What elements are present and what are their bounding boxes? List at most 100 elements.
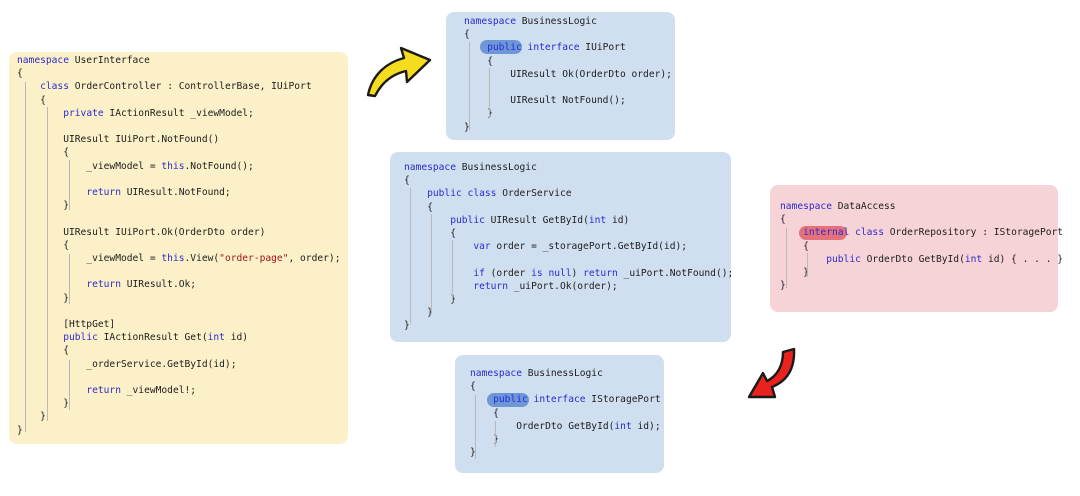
code-text: } xyxy=(780,280,786,292)
code-text: IActionResult _viewModel; xyxy=(103,107,254,119)
code-line: { xyxy=(17,146,69,159)
red-arrow-shape xyxy=(747,347,796,399)
code-text xyxy=(470,394,493,405)
code-line: { xyxy=(404,227,456,240)
code-text: UIResult IUiPort.Ok(OrderDto order) xyxy=(17,226,266,238)
indent-guide xyxy=(469,42,470,130)
code-text: { xyxy=(470,381,476,393)
code-line: namespace BusinessLogic xyxy=(470,367,603,380)
code-text: order = _storagePort.GetById(id); xyxy=(490,241,688,253)
code-line: namespace BusinessLogic xyxy=(404,161,537,174)
code-text xyxy=(404,241,473,252)
code-line: } xyxy=(464,121,470,134)
code-line: } xyxy=(17,292,69,305)
code-keyword: public xyxy=(826,253,861,265)
code-keyword: public xyxy=(450,214,485,226)
code-text: { xyxy=(470,407,499,419)
code-text: } xyxy=(404,307,433,319)
code-text: { xyxy=(17,68,23,80)
code-text: _viewModel = xyxy=(17,253,162,264)
code-text: { xyxy=(404,175,410,187)
code-text: } xyxy=(17,424,23,436)
code-line: } xyxy=(404,319,410,332)
code-line: public interface IStoragePort xyxy=(470,393,661,406)
code-text: OrderController : ControllerBase, IUiPor… xyxy=(69,81,312,93)
code-text: { xyxy=(464,55,493,67)
indent-guide xyxy=(431,214,432,314)
code-keyword: public xyxy=(427,188,462,200)
code-line: { xyxy=(464,28,470,41)
code-text: UIResult IUiPort.NotFound() xyxy=(17,134,220,146)
code-keyword: class xyxy=(40,81,69,93)
code-text: (order xyxy=(484,267,532,279)
code-line: { xyxy=(464,55,493,68)
code-text: { xyxy=(17,94,46,106)
code-text: OrderDto GetById( xyxy=(470,420,615,432)
code-line: { xyxy=(17,94,46,107)
indent-guide xyxy=(807,253,808,277)
code-line: } xyxy=(17,397,69,410)
code-line: var order = _storagePort.GetById(id); xyxy=(404,240,687,253)
code-keyword: var xyxy=(473,241,491,253)
order-service-code: namespace BusinessLogic{ public class Or… xyxy=(390,152,733,342)
code-line: public UIResult GetById(int id) xyxy=(404,214,629,227)
code-text: UIResult NotFound(); xyxy=(464,95,626,107)
code-text: UIResult GetById( xyxy=(484,214,589,226)
curved-arrow-yellow-icon xyxy=(366,46,432,98)
code-text xyxy=(17,108,63,119)
code-keyword: return xyxy=(86,279,121,291)
code-keyword: class xyxy=(855,227,884,239)
code-keyword: namespace xyxy=(464,16,516,27)
code-keyword: namespace xyxy=(780,201,832,212)
code-text: UIResult.NotFound; xyxy=(120,187,231,198)
iuiport-interface-box: namespace BusinessLogic{ public interfac… xyxy=(446,12,675,140)
code-text: } xyxy=(404,294,456,305)
code-text: , order); xyxy=(288,253,341,264)
indent-guide xyxy=(452,240,453,302)
code-text: DataAccess xyxy=(831,201,896,212)
code-keyword: internal xyxy=(803,227,850,239)
code-line: _orderService.GetById(id); xyxy=(17,358,236,371)
code-line: UIResult NotFound(); xyxy=(464,94,626,107)
code-line: { xyxy=(17,239,69,252)
internal-highlight xyxy=(799,226,847,240)
code-line: public IActionResult Get(int id) xyxy=(17,331,248,344)
code-keyword: public xyxy=(487,42,522,54)
code-line: } xyxy=(404,306,433,319)
code-line: } xyxy=(780,279,786,292)
code-text: id) xyxy=(606,214,630,226)
code-line: UIResult IUiPort.NotFound() xyxy=(17,133,219,146)
code-text: } xyxy=(17,411,46,423)
code-line: namespace DataAccess xyxy=(780,200,896,213)
public-highlight xyxy=(480,40,522,54)
code-line: if (order is null) return _uiPort.NotFou… xyxy=(404,267,733,280)
code-text: .View( xyxy=(184,253,220,264)
code-text: IStoragePort xyxy=(585,394,661,406)
code-line: { xyxy=(404,174,410,187)
code-line: { xyxy=(780,213,786,226)
code-keyword: return xyxy=(583,267,618,279)
code-text xyxy=(780,227,803,238)
code-line: public OrderDto GetById(int id) { . . . … xyxy=(780,253,1063,266)
code-text: _uiPort.NotFound(); xyxy=(617,267,734,279)
indent-guide xyxy=(786,228,787,288)
code-text: { xyxy=(780,240,809,252)
code-text: id) xyxy=(224,332,249,344)
code-text xyxy=(404,268,473,279)
code-keyword: this xyxy=(161,160,185,172)
code-text: { xyxy=(17,147,69,159)
code-text: _viewModel!; xyxy=(120,385,197,396)
code-text: { xyxy=(17,239,69,251)
code-text: { xyxy=(464,29,470,41)
code-text xyxy=(17,187,86,198)
code-text: } xyxy=(17,398,69,410)
code-keyword: namespace xyxy=(17,55,69,66)
code-line: OrderDto GetById(int id); xyxy=(470,420,660,433)
code-text: } xyxy=(17,200,69,212)
indent-guide xyxy=(69,254,70,304)
code-line: UIResult IUiPort.Ok(OrderDto order) xyxy=(17,226,265,239)
code-text: UIResult Ok(OrderDto order); xyxy=(464,68,672,80)
code-line: public class OrderService xyxy=(404,187,571,200)
code-keyword: namespace xyxy=(470,368,522,379)
code-text: BusinessLogic xyxy=(515,16,597,27)
